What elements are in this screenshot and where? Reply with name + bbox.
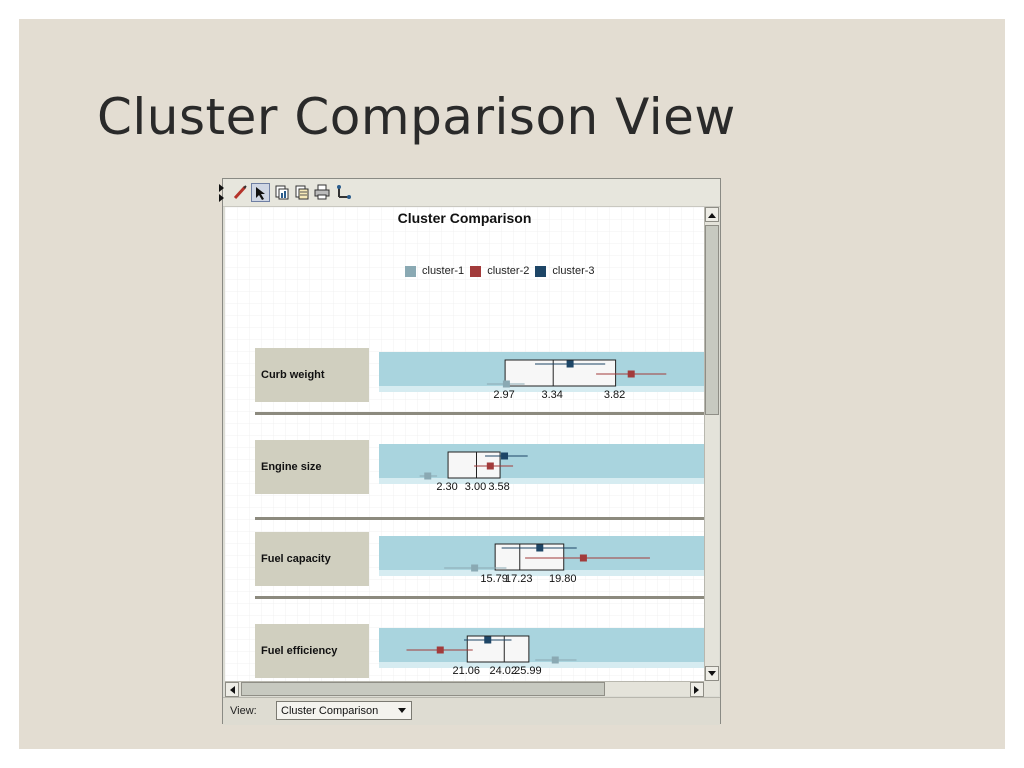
cluster-mean-marker — [486, 462, 494, 470]
value-band — [379, 444, 704, 478]
legend-item-cluster-2: cluster-2 — [470, 265, 529, 277]
pointer-icon[interactable] — [251, 183, 270, 202]
arrow-down-icon — [708, 670, 716, 676]
cluster-mean-marker — [579, 554, 587, 562]
row-label-engine-size: Engine size — [255, 440, 369, 494]
row-separator — [255, 596, 704, 599]
scroll-right-button[interactable] — [690, 682, 704, 697]
chevron-down-icon — [398, 708, 406, 713]
viewer-window: Cluster Comparison cluster-1 cluster-2 c… — [219, 178, 721, 725]
arrow-right-icon — [694, 685, 699, 694]
cluster-mean-marker — [484, 636, 492, 644]
legend-item-cluster-1: cluster-1 — [405, 265, 464, 277]
scroll-up-button[interactable] — [705, 207, 719, 222]
cluster-mean-marker — [501, 452, 509, 460]
tick-label: 19.80 — [549, 573, 577, 585]
legend-label: cluster-2 — [487, 265, 530, 277]
cluster-mean-marker — [424, 472, 432, 480]
value-band-shadow — [379, 570, 704, 576]
print-icon[interactable] — [313, 183, 332, 202]
vertical-scrollbar[interactable] — [704, 207, 719, 681]
copy-chart-icon[interactable] — [273, 183, 292, 202]
cluster-mean-marker — [551, 656, 559, 664]
chart-title: Cluster Comparison — [397, 210, 532, 226]
cluster-mean-marker — [502, 380, 510, 388]
tick-label: 25.99 — [514, 665, 542, 677]
tick-label: 21.06 — [452, 665, 480, 677]
chart-legend: cluster-1 cluster-2 cluster-3 — [405, 263, 601, 279]
legend-label: cluster-3 — [552, 265, 595, 277]
row-separator — [255, 517, 704, 520]
value-band — [379, 628, 704, 662]
value-band-shadow — [379, 662, 704, 668]
slide-title: Cluster Comparison View — [97, 88, 736, 146]
tick-label: 3.34 — [541, 389, 562, 401]
tick-label: 3.00 — [465, 481, 486, 493]
axis-icon[interactable] — [335, 183, 354, 202]
tick-label: 24.02 — [489, 665, 517, 677]
grip-handle-icon[interactable] — [219, 184, 227, 204]
copy-data-icon[interactable] — [293, 183, 312, 202]
vertical-scroll-thumb[interactable] — [705, 225, 719, 415]
scroll-corner — [704, 681, 719, 696]
tick-label: 17.23 — [505, 573, 533, 585]
brush-icon[interactable] — [231, 183, 250, 202]
arrow-up-icon — [708, 212, 716, 218]
cluster-mean-marker — [471, 564, 479, 572]
legend-item-cluster-3: cluster-3 — [535, 265, 595, 277]
cluster-mean-marker — [627, 370, 635, 378]
legend-swatch — [405, 265, 416, 277]
row-separator — [255, 412, 704, 415]
row-label-curb-weight: Curb weight — [255, 348, 369, 402]
scroll-left-button[interactable] — [225, 682, 239, 697]
horizontal-scrollbar[interactable] — [225, 681, 704, 697]
tick-label: 3.58 — [488, 481, 509, 493]
scroll-down-button[interactable] — [705, 666, 719, 681]
arrow-left-icon — [230, 685, 235, 694]
legend-label: cluster-1 — [422, 265, 465, 277]
tick-label: 15.79 — [480, 573, 508, 585]
cluster-mean-marker — [436, 646, 444, 654]
toolbar — [219, 179, 720, 207]
value-band-shadow — [379, 386, 704, 392]
horizontal-scroll-thumb[interactable] — [241, 682, 605, 696]
legend-swatch — [535, 265, 547, 277]
cluster-mean-marker — [566, 360, 574, 368]
value-band-shadow — [379, 478, 704, 484]
status-bar: View: Cluster Comparison — [223, 697, 720, 725]
cluster-mean-marker — [536, 544, 544, 552]
legend-swatch — [470, 265, 482, 277]
row-label-fuel-efficiency: Fuel efficiency — [255, 624, 369, 678]
chart-canvas: Cluster Comparison cluster-1 cluster-2 c… — [225, 207, 704, 681]
tick-label: 3.82 — [604, 389, 625, 401]
view-label: View: — [230, 705, 257, 717]
tick-label: 2.97 — [493, 389, 514, 401]
tick-label: 2.30 — [436, 481, 457, 493]
row-label-fuel-capacity: Fuel capacity — [255, 532, 369, 586]
view-select[interactable]: Cluster Comparison — [276, 701, 412, 720]
view-select-value: Cluster Comparison — [281, 704, 379, 717]
